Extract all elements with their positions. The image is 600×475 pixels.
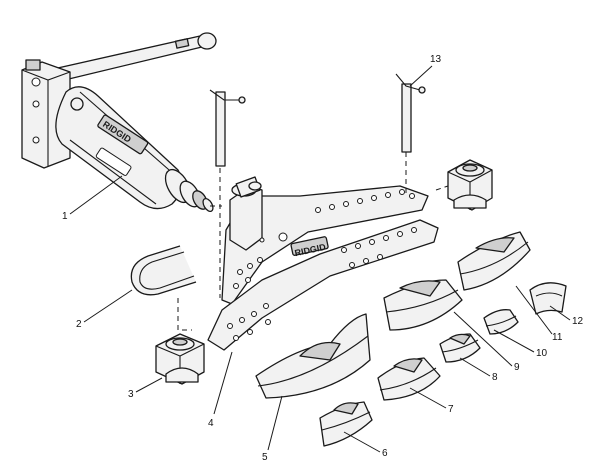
- bending-shoe-7: [377, 357, 441, 401]
- callout-12: 12: [572, 316, 584, 327]
- callouts: 1 2 3 4 5 6 7 8 9 10 11 12 13: [62, 54, 584, 463]
- bending-shoe-large: [255, 313, 371, 399]
- hydraulic-ram: RIDGID: [21, 59, 214, 213]
- callout-3: 3: [128, 389, 134, 400]
- callout-13: 13: [430, 54, 442, 65]
- bending-shoe-8: [439, 333, 481, 363]
- bending-shoe-11: [457, 231, 531, 291]
- callout-1: 1: [62, 211, 68, 222]
- u-bolt-handle: [130, 245, 197, 296]
- bending-shoe-6: [319, 401, 373, 447]
- pump-handle: [39, 32, 217, 85]
- roller-support-left: [155, 333, 205, 385]
- leader-lines: [69, 65, 571, 453]
- callout-9: 9: [514, 362, 520, 373]
- bending-shoe-9: [383, 279, 463, 331]
- callout-4: 4: [208, 418, 214, 429]
- callout-7: 7: [448, 404, 454, 415]
- roller-support-right: [447, 159, 493, 211]
- frame-holes: [227, 189, 417, 341]
- callout-8: 8: [492, 372, 498, 383]
- adapter-12: [529, 282, 567, 315]
- callout-10: 10: [536, 348, 548, 359]
- bender-frame: RIDGID: [207, 176, 439, 351]
- assembly-lines: [177, 152, 449, 331]
- callout-11: 11: [552, 332, 563, 343]
- callout-6: 6: [382, 448, 388, 459]
- callout-5: 5: [262, 452, 268, 463]
- pin-left: [209, 89, 246, 167]
- callout-2: 2: [76, 319, 82, 330]
- bending-shoe-10: [483, 309, 519, 335]
